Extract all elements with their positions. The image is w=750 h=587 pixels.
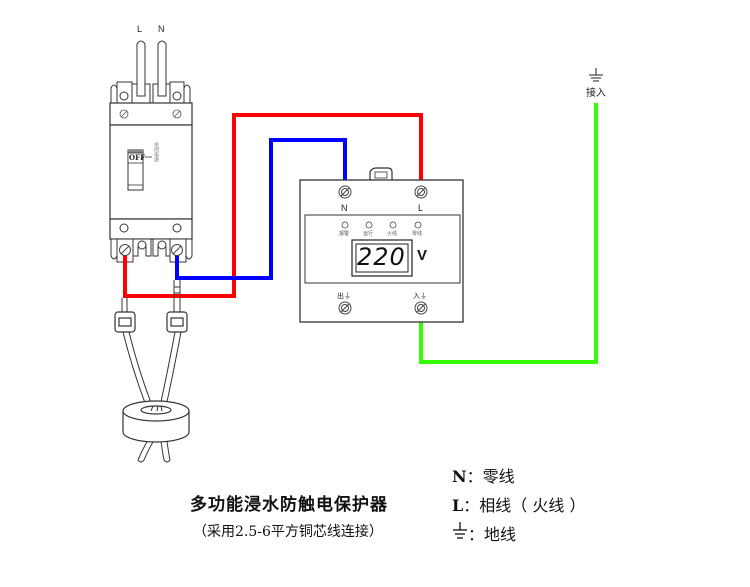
legend-ground-icon [453, 522, 467, 539]
legend-text: 相线（ 火线 ） [479, 496, 586, 515]
ground-connect-label: 接入 [586, 88, 606, 99]
ground-out-label: 出⏚ [337, 292, 351, 300]
indicator-label-alarm: 报警 [339, 231, 350, 237]
legend-symbol: L [452, 496, 464, 515]
breaker-input-label-l: L [137, 24, 143, 34]
legend-item-neutral: N：零线 [452, 467, 515, 486]
neutral-wire [175, 138, 347, 280]
indicator-label-live: 火线 [387, 231, 398, 237]
breaker-input-label-n: N [158, 24, 165, 34]
legend-text: 地线 [484, 525, 517, 544]
protector-device [299, 167, 464, 323]
voltage-unit: V [417, 247, 428, 264]
live-wire [123, 113, 423, 298]
voltage-reading: 220 [357, 243, 406, 271]
breaker-top-terminals [110, 81, 191, 104]
breaker-switch[interactable] [127, 149, 144, 191]
legend-item-live: L：相线（ 火线 ） [452, 496, 586, 515]
current-transformer-ring [122, 400, 190, 443]
switch-note: 关闭电源 [153, 142, 159, 162]
legend-item-ground: ：地线 [468, 525, 517, 544]
screw-icon [119, 109, 182, 119]
wire-clamp [114, 311, 188, 333]
legend-symbol: N [452, 467, 467, 486]
ground-icon [589, 68, 603, 82]
screw-icon [119, 244, 183, 256]
screw-icon [338, 185, 428, 315]
circuit-breaker [109, 102, 193, 240]
legend-text: 零线 [482, 467, 515, 486]
switch-state-label: OFF [129, 153, 146, 162]
terminal-label-l: L [418, 203, 424, 213]
wiring-note: （采用2.5-6平方铜芯线连接） [193, 524, 383, 540]
terminal-label-n: N [341, 203, 348, 213]
indicator-label-running: 运行 [363, 231, 374, 237]
ground-wire [419, 103, 598, 364]
indicator-label-neutral: 零线 [412, 231, 423, 237]
ground-in-label: 入⏚ [413, 292, 427, 300]
indicator-leds [341, 221, 422, 229]
product-title: 多功能浸水防触电保护器 [190, 495, 388, 515]
